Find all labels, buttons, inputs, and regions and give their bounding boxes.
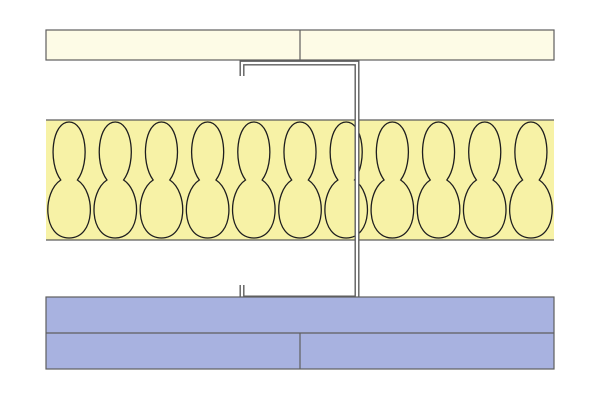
steel-stud (239, 60, 360, 301)
insulation-lobe (232, 121, 276, 239)
top-board (45, 29, 555, 61)
insulation (46, 119, 554, 241)
insulation-lobe (139, 121, 184, 239)
insulation-lobe (462, 121, 507, 239)
insulation-lobe (416, 121, 461, 239)
insulation-lobe (93, 121, 138, 239)
insulation-lobe (185, 121, 230, 239)
insulation-lobe (47, 121, 91, 239)
insulation-lobes (47, 121, 553, 239)
insulation-fill (46, 120, 554, 240)
insulation-lobe (370, 121, 415, 239)
bottom-board (45, 296, 555, 370)
stud-core (240, 61, 359, 300)
insulation-lobe (278, 121, 322, 239)
insulation-lobe (509, 121, 553, 239)
